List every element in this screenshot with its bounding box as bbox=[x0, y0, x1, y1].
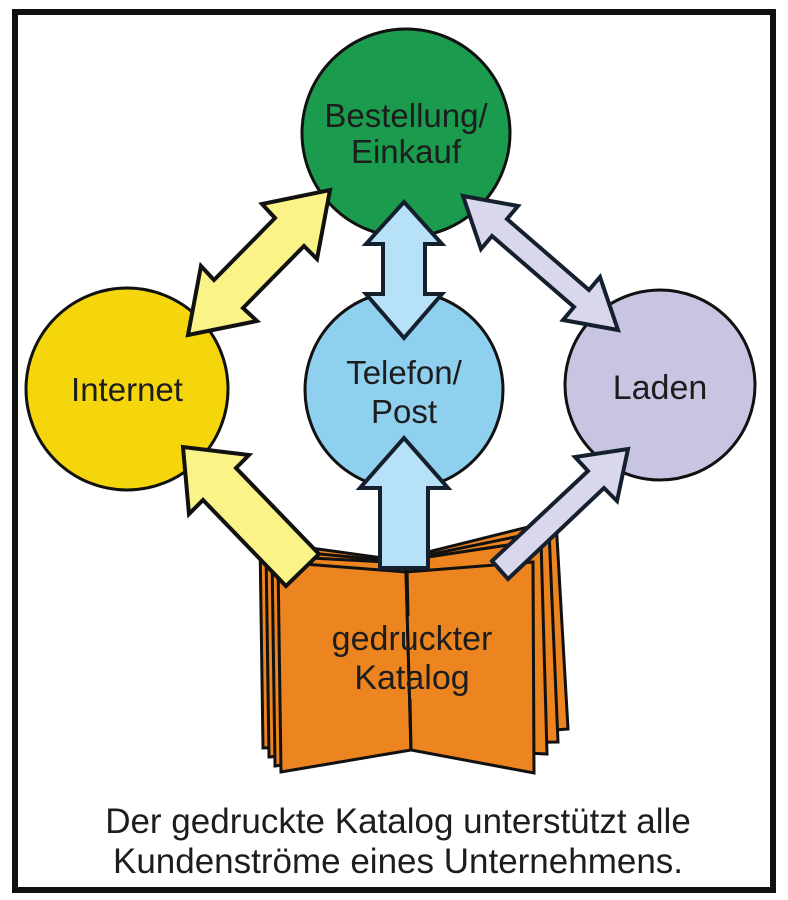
book-label-line2: Katalog bbox=[354, 659, 469, 697]
frame-border bbox=[12, 9, 776, 893]
arrow-katalog-to-internet bbox=[180, 444, 322, 589]
catalog-book bbox=[258, 518, 570, 775]
book-spine-lower bbox=[408, 698, 413, 752]
node-bestellung-label-line2: Einkauf bbox=[351, 133, 462, 170]
arrow-katalog-to-laden bbox=[489, 446, 631, 582]
book-label-line1: gedruckter bbox=[332, 620, 493, 658]
book-front-page-right bbox=[404, 560, 536, 775]
node-laden-circle bbox=[563, 288, 757, 482]
node-telefon-label-line2: Post bbox=[371, 393, 437, 430]
node-telefon-label-line1: Telefon/ bbox=[346, 354, 462, 391]
node-internet-circle bbox=[24, 286, 230, 492]
node-laden-label: Laden bbox=[613, 369, 708, 407]
caption-line1: Der gedruckte Katalog unterstützt alle bbox=[105, 802, 691, 841]
arrow-katalog-to-telefon bbox=[355, 434, 453, 570]
book-spine-upper bbox=[405, 566, 410, 617]
arrow-internet-bestellung bbox=[185, 187, 333, 338]
arrow-telefon-bestellung bbox=[361, 199, 447, 342]
arrow-laden-bestellung bbox=[460, 193, 621, 333]
caption-line2: Kundenströme eines Unternehmens. bbox=[113, 842, 683, 881]
node-internet-label: Internet bbox=[71, 371, 183, 408]
node-bestellung-label-line1: Bestellung/ bbox=[324, 97, 488, 134]
